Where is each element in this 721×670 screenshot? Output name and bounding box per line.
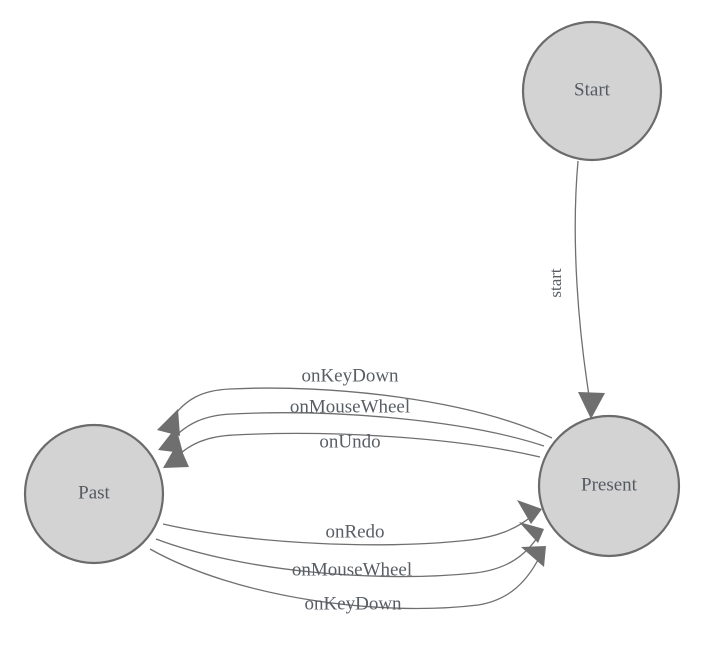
edge-path-start-present: [574, 160, 592, 409]
node-past[interactable]: Past: [23, 423, 165, 565]
edge-label-present-past-onmousewheel: onMouseWheel: [290, 396, 410, 417]
node-start-circle[interactable]: [521, 20, 663, 162]
node-past-label: Past: [78, 482, 110, 503]
node-present-label: Present: [581, 474, 638, 495]
edge-path-past-present-3: [149, 548, 541, 610]
edge-present-to-past-onundo[interactable]: onUndo: [163, 431, 541, 468]
node-present-circle[interactable]: [537, 414, 681, 558]
node-past-circle[interactable]: [23, 423, 165, 565]
edge-label-present-past-onundo: onUndo: [319, 431, 380, 452]
edge-path-past-present-1: [162, 514, 534, 546]
edge-label-present-past-onkeydown: onKeyDown: [301, 365, 399, 386]
node-start-label: Start: [574, 79, 611, 100]
edge-label-past-present-onmousewheel: onMouseWheel: [292, 559, 412, 580]
edge-start-to-present[interactable]: start: [546, 160, 605, 419]
edge-past-to-present-onredo[interactable]: onRedo: [162, 500, 542, 546]
edge-path-present-past-3: [171, 432, 541, 463]
edge-label-past-present-onkeydown: onKeyDown: [304, 593, 402, 614]
arrow-head-into-present-2: [519, 522, 544, 543]
edge-path-present-past-2: [166, 412, 545, 447]
edge-past-to-present-onmousewheel[interactable]: onMouseWheel: [155, 522, 544, 580]
edge-path-past-present-2: [155, 537, 538, 578]
node-start[interactable]: Start: [521, 20, 663, 162]
arrow-head-into-past-3: [163, 442, 189, 468]
arrow-head-into-present-from-start: [578, 392, 605, 419]
edge-past-to-present-onkeydown[interactable]: onKeyDown: [149, 546, 546, 614]
node-present[interactable]: Present: [537, 414, 681, 558]
edge-path-present-past-1: [165, 387, 553, 439]
arrow-head-into-present-3: [521, 546, 546, 567]
edge-label-past-present-onredo: onRedo: [325, 521, 384, 542]
arrow-head-into-present-1: [517, 500, 542, 524]
edge-label-start: start: [546, 268, 565, 298]
